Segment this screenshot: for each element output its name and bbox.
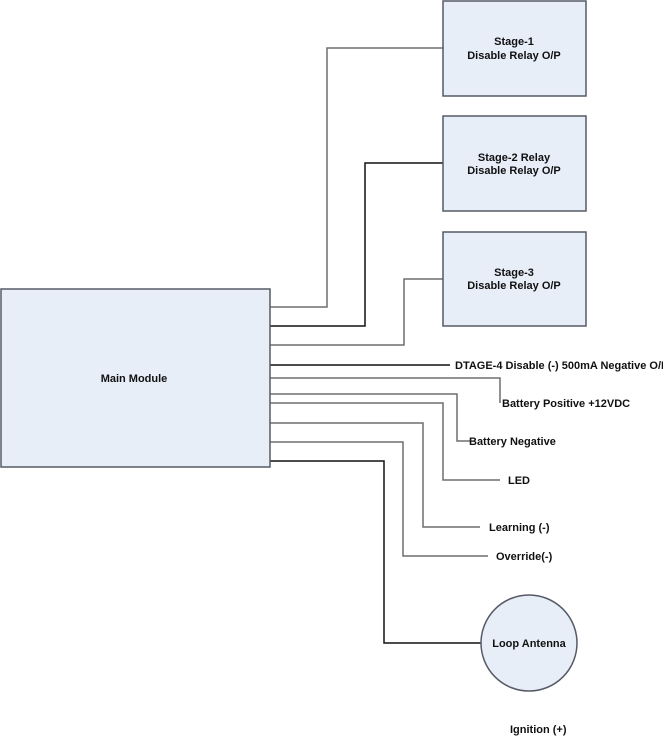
- wire-stage-2: [270, 162, 443, 327]
- wire-stage-1: [270, 47, 443, 308]
- stage-2-box: Stage-2 Relay Disable Relay O/P: [442, 115, 587, 212]
- stage-1-label-line1: Stage-1: [494, 36, 534, 48]
- output-label-led: LED: [508, 475, 530, 487]
- output-label-stage-4: DTAGE-4 Disable (-) 500mA Negative O/P: [455, 360, 663, 372]
- loop-antenna-label: Loop Antenna: [492, 638, 566, 650]
- main-module-box: Main Module: [0, 288, 271, 468]
- stage-1-label-line2: Disable Relay O/P: [467, 50, 561, 62]
- ignition-label: Ignition (+): [510, 724, 567, 736]
- wire-loop-antenna: [270, 460, 481, 644]
- wire-battery-negative: [270, 393, 470, 442]
- stage-3-label-line2: Disable Relay O/P: [467, 280, 561, 292]
- wire-battery-positive: [270, 377, 501, 403]
- output-label-learning: Learning (-): [489, 522, 550, 534]
- output-label-override: Override(-): [496, 551, 553, 563]
- stage-3-label-line1: Stage-3: [494, 267, 534, 279]
- stage-2-label-line2: Disable Relay O/P: [467, 165, 561, 177]
- loop-antenna-circle: Loop Antenna: [480, 594, 578, 692]
- main-module-label: Main Module: [101, 373, 168, 385]
- stage-2-label-line1: Stage-2 Relay: [478, 152, 551, 164]
- wire-led: [270, 402, 500, 481]
- stage-3-box: Stage-3 Disable Relay O/P: [442, 231, 587, 327]
- output-label-battery-negative: Battery Negative: [469, 436, 556, 448]
- wire-learning: [270, 422, 480, 528]
- stage-1-box: Stage-1 Disable Relay O/P: [442, 0, 587, 97]
- wire-override: [270, 441, 488, 557]
- output-label-battery-positive: Battery Positive +12VDC: [502, 398, 630, 410]
- wire-stage-3: [270, 278, 443, 346]
